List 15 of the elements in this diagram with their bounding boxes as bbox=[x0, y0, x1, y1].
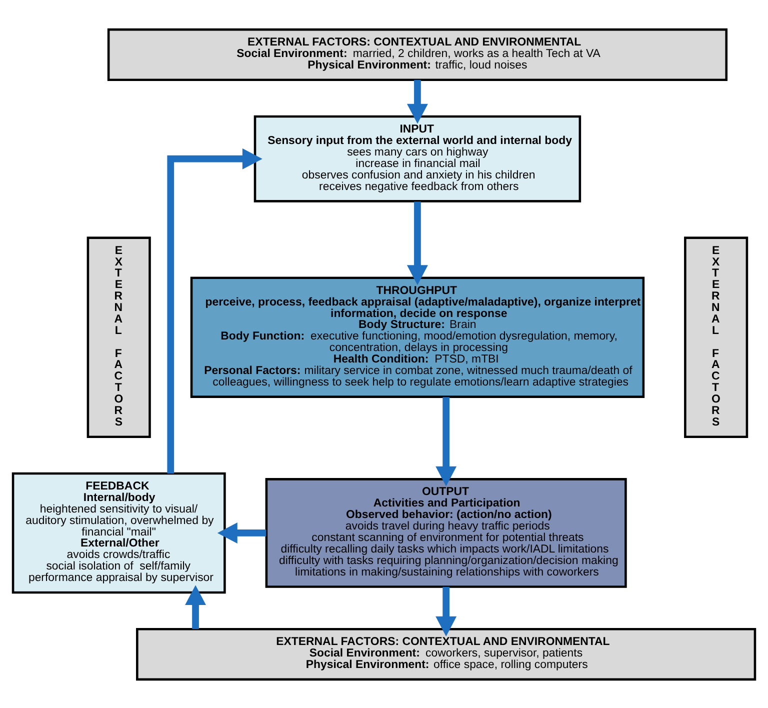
node-box: OUTPUT Activities and Participation Observed behavior: (action/no action) avoids travel during heavy traffic periods constant scanning of environment for potential threats difficulty recalling daily tasks which impacts work/IADL limitations difficulty with tasks requiring planning/organization/decision making limitations in making/sustaining relationships with coworkers bbox=[265, 478, 627, 588]
node-box: EXTERNAL FACTORS bbox=[684, 236, 748, 438]
arrow bbox=[167, 148, 262, 473]
arrow bbox=[217, 522, 266, 543]
node-box: EXTERNAL FACTORS: CONTEXTUAL AND ENVIRONMENTAL Social Environment: married, 2 children, works as a health Tech at VA Physical Environment: traffic, loud noises bbox=[107, 28, 728, 81]
node-box: EXTERNAL FACTORS: CONTEXTUAL AND ENVIRONMENTAL Social Environment: coworkers, supervisor, patients Physical Environment: office space, rolling computers bbox=[136, 627, 756, 680]
arrow bbox=[436, 396, 457, 486]
node-box: EXTERNAL FACTORS bbox=[86, 236, 151, 438]
arrow bbox=[406, 79, 428, 124]
arrow bbox=[406, 201, 428, 285]
arrow bbox=[185, 584, 206, 629]
node-box: INPUT Sensory input from the external world and internal body sees many cars on highway increase in financial mail observes confusion and anxiety in his children receives negative feedback from others bbox=[254, 114, 582, 202]
node-box: FEEDBACK Internal/body heightened sensitivity to visual/ auditory stimulation, overwhelmed by financial "mail" External/Other avoids crowds/traffic social isolation of self/family performance appraisal by supervisor bbox=[12, 472, 226, 594]
arrow bbox=[436, 586, 457, 636]
node-box: THROUGHPUT perceive, process, feedback appraisal (adaptive/maladaptive), organize interpret information, decide on response Body Structure: Brain Body Function: executive functioning, mood/emotion dysregulation, memory, concentration, delays in processing Health Condition: PTSD, mTBI Personal Factors: military service in combat zone, witnessed much trauma/death of colleagues, willingness to seek help to regulate emotions/learn adaptive strategies bbox=[190, 276, 645, 398]
